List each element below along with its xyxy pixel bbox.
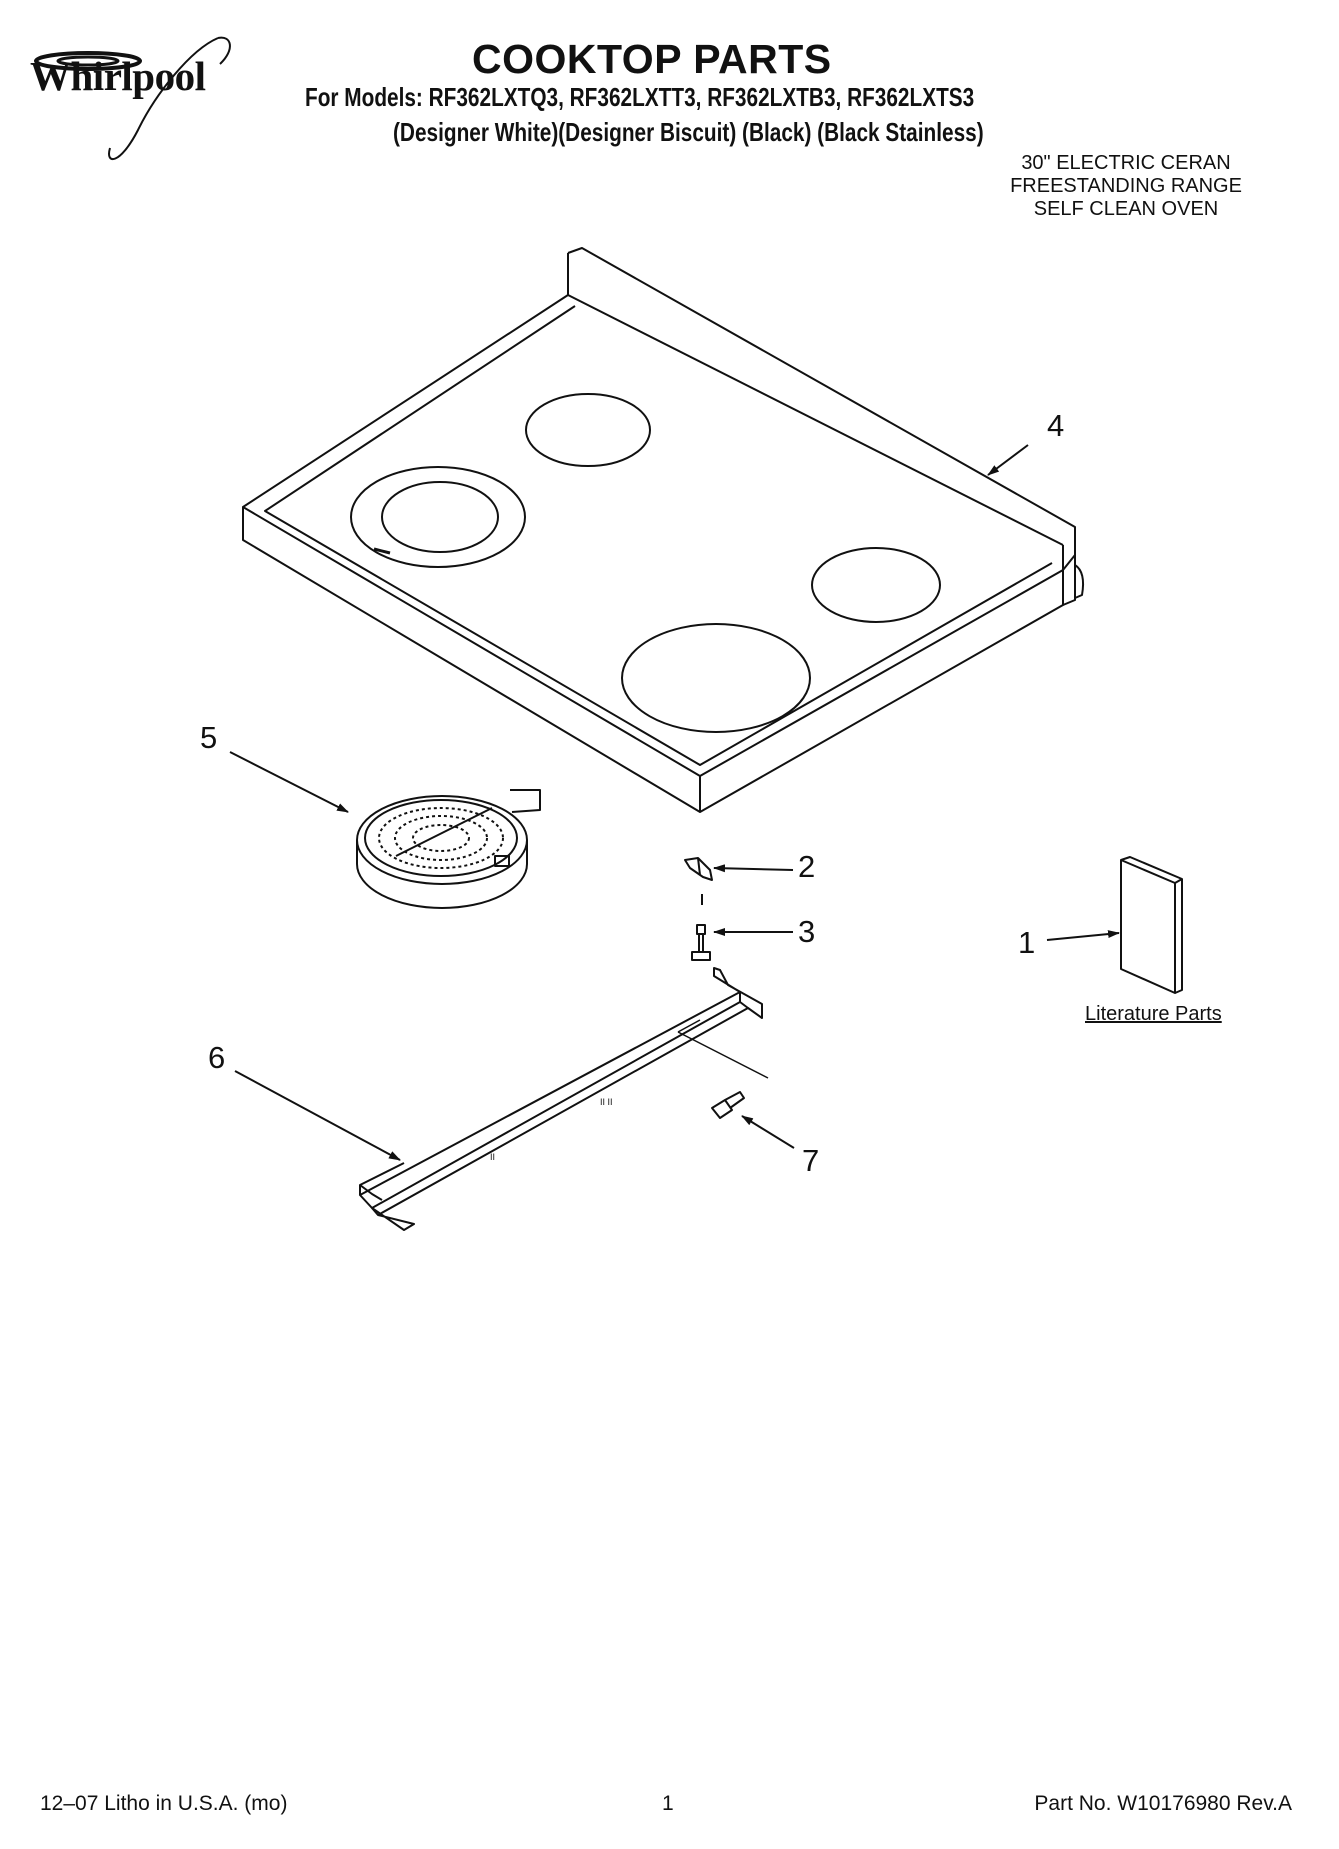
literature-parts-label: Literature Parts — [1085, 1003, 1222, 1025]
arrow-to-part-4 — [987, 444, 1029, 476]
callout-5: 5 — [200, 720, 218, 755]
surface-element-part-5 — [356, 789, 541, 909]
arrow-to-part-7 — [741, 1115, 795, 1149]
arrow-to-part-6 — [234, 1070, 401, 1161]
whirlpool-logo — [34, 36, 231, 161]
callout-6: 6 — [208, 1040, 226, 1075]
product-description: 30" ELECTRIC CERAN FREESTANDING RANGE SE… — [966, 152, 1286, 221]
screw-part-3 — [691, 924, 711, 961]
svg-text:II II: II II — [600, 1097, 613, 1107]
leader-arrows — [229, 444, 1120, 1161]
page-title: COOKTOP PARTS — [472, 36, 832, 82]
color-list: (Designer White)(Designer Biscuit) (Blac… — [393, 117, 984, 147]
arrow-to-part-1 — [1046, 930, 1120, 941]
description-line: 30" ELECTRIC CERAN — [1021, 152, 1231, 174]
arrow-to-part-5 — [229, 751, 349, 813]
screw-part-7 — [711, 1091, 745, 1119]
cooktop-part-4 — [242, 247, 1085, 813]
clip-part-2 — [684, 857, 713, 905]
description-line: FREESTANDING RANGE — [1010, 175, 1242, 197]
arrow-to-part-2 — [713, 864, 794, 873]
page-number: 1 — [662, 1792, 674, 1815]
description-line: SELF CLEAN OVEN — [1033, 198, 1219, 220]
litho-info: 12–07 Litho in U.S.A. (mo) — [40, 1792, 288, 1815]
callout-7: 7 — [802, 1143, 820, 1178]
literature-part-1 — [1120, 856, 1183, 994]
model-list: For Models: RF362LXTQ3, RF362LXTT3, RF36… — [305, 82, 975, 112]
svg-text:II: II — [490, 1152, 495, 1162]
callout-1: 1 — [1018, 925, 1036, 960]
bracket-part-6: II II II — [359, 967, 769, 1231]
callout-2: 2 — [798, 849, 816, 884]
logo-wordmark: Whirlpool — [30, 53, 206, 99]
part-number: Part No. W10176980 Rev.A — [1034, 1792, 1292, 1815]
callout-3: 3 — [798, 914, 816, 949]
callout-4: 4 — [1047, 408, 1065, 443]
